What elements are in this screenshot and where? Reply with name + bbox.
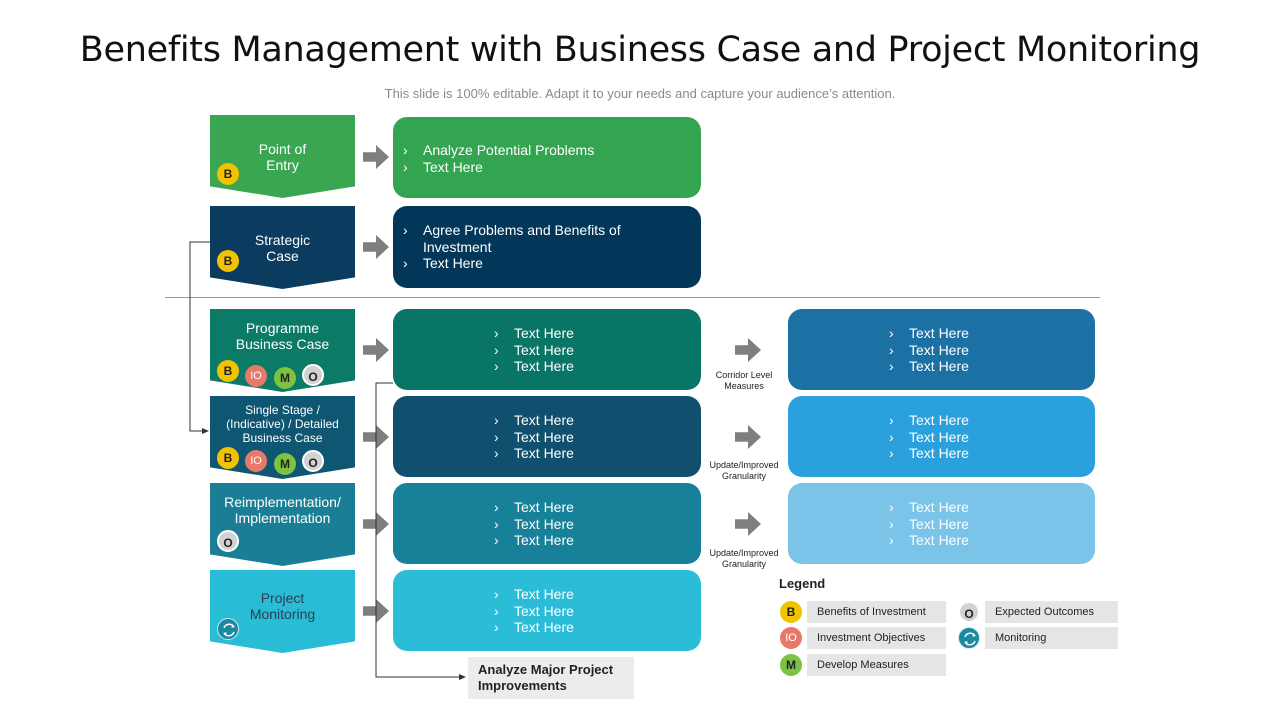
expected-outcomes-badge: O [958,601,980,623]
benefits-badge: B [217,360,239,382]
list-item: Text Here [889,516,969,533]
right-arrow-icon [735,338,761,362]
stage-label: Point of Entry [258,141,307,173]
right-arrow-icon [363,512,389,536]
expected-outcomes-badge: O [217,530,239,552]
list-item: Text Here [889,429,969,446]
list-item: Text Here [494,499,574,516]
section-divider [165,297,1100,298]
investment-objectives-badge: IO [780,627,802,649]
investment-objectives-badge: IO [245,365,267,387]
list-item: Text Here [889,342,969,359]
expected-outcomes-badge: O [302,450,324,472]
list-item: Text Here [494,358,574,375]
right-arrow-icon [363,338,389,362]
monitoring-icon [217,618,239,640]
list-item: Text Here [403,159,689,176]
mid-box-3: Text Here Text Here Text Here [393,309,701,390]
right-arrow-icon [363,425,389,449]
list-item: Text Here [889,325,969,342]
benefits-badge: B [217,250,239,272]
legend-item: Expected Outcomes [985,601,1118,623]
list-item: Text Here [494,412,574,429]
stage-label: Single Stage / (Indicative) / Detailed B… [226,403,339,445]
right-arrow-icon [735,512,761,536]
caption-granularity: Update/Improved Granularity [709,460,779,481]
list-item: Text Here [889,445,969,462]
right-arrow-icon [363,235,389,259]
page-title: Benefits Management with Business Case a… [79,30,1201,70]
list-item: Text Here [494,586,574,603]
legend-item: Investment Objectives [807,627,946,649]
caption-granularity: Update/Improved Granularity [709,548,779,569]
legend-item: Monitoring [985,627,1118,649]
stage-strategic-case: Strategic Case B [210,206,355,289]
list-item: Analyze Potential Problems [403,142,689,159]
list-item: Text Here [403,255,641,272]
stage-single-stage-business-case: Single Stage / (Indicative) / Detailed B… [210,396,355,479]
develop-measures-badge: M [274,367,296,389]
legend-item: Develop Measures [807,654,946,676]
stage-point-of-entry: Point of Entry B [210,115,355,198]
mid-box-5: Text Here Text Here Text Here [393,483,701,564]
legend-item: Benefits of Investment [807,601,946,623]
list-item: Text Here [494,429,574,446]
stage-programme-business-case: Programme Business Case B IO M O [210,309,355,392]
list-item: Text Here [889,532,969,549]
list-item: Text Here [494,516,574,533]
list-item: Text Here [494,603,574,620]
right-box-3: Text Here Text Here Text Here [788,483,1095,564]
stage-label: Project Monitoring [249,590,316,622]
stage-reimplementation: Reimplementation/ Implementation O [210,483,355,566]
right-arrow-icon [363,599,389,623]
legend-title: Legend [779,576,826,591]
stage-label: Reimplementation/ Implementation [224,494,341,526]
list-item: Text Here [494,325,574,342]
develop-measures-badge: M [780,654,802,676]
list-item: Text Here [889,358,969,375]
benefits-badge: B [217,447,239,469]
list-item: Text Here [889,499,969,516]
mid-box-4: Text Here Text Here Text Here [393,396,701,477]
mid-box-2: Agree Problems and Benefits of Investmen… [393,206,701,288]
list-item: Text Here [494,445,574,462]
stage-label: Strategic Case [254,232,311,264]
page-subtitle: This slide is 100% editable. Adapt it to… [384,86,896,101]
right-arrow-icon [363,145,389,169]
list-item: Text Here [494,619,574,636]
caption-corridor-measures: Corridor Level Measures [715,370,773,391]
monitoring-icon [958,627,980,649]
benefits-badge: B [780,601,802,623]
investment-objectives-badge: IO [245,450,267,472]
improvements-label: Analyze Major Project Improvements [468,657,634,699]
expected-outcomes-badge: O [302,364,324,386]
stage-project-monitoring: Project Monitoring [210,570,355,653]
right-box-2: Text Here Text Here Text Here [788,396,1095,477]
right-box-1: Text Here Text Here Text Here [788,309,1095,390]
mid-box-1: Analyze Potential Problems Text Here [393,117,701,198]
list-item: Text Here [494,532,574,549]
list-item: Text Here [494,342,574,359]
list-item: Agree Problems and Benefits of Investmen… [403,222,641,255]
benefits-badge: B [217,163,239,185]
mid-box-6: Text Here Text Here Text Here [393,570,701,651]
right-arrow-icon [735,425,761,449]
develop-measures-badge: M [274,453,296,475]
list-item: Text Here [889,412,969,429]
stage-label: Programme Business Case [235,320,330,352]
